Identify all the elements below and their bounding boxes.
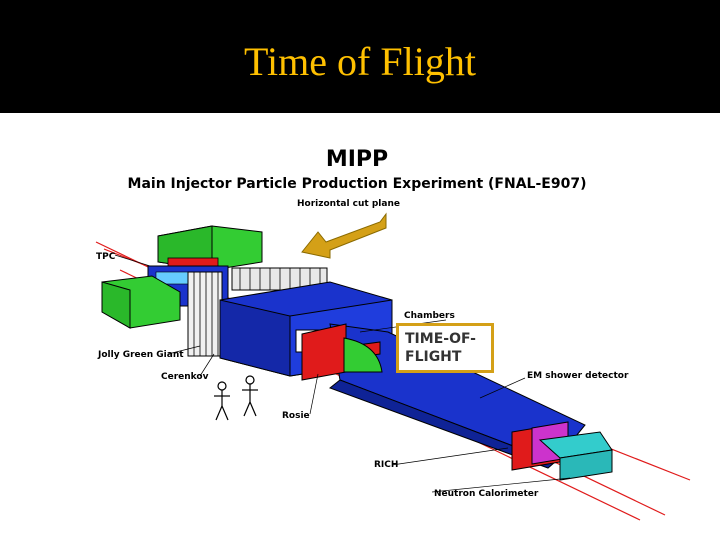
figure-subheading: Main Injector Particle Production Experi… — [128, 176, 587, 192]
jolly-green-giant-magnet — [101, 275, 181, 329]
cerenkov-vessel — [187, 271, 223, 357]
tof-callout-box: TIME-OF- FLIGHT — [396, 323, 494, 373]
label-rich: RICH — [374, 460, 398, 470]
mipp-figure: MIPP Main Injector Particle Production E… — [0, 113, 720, 540]
label-cerenkov: Cerenkov — [161, 372, 209, 382]
figure-heading: MIPP — [326, 147, 388, 172]
tof-wall — [231, 267, 328, 291]
label-rosie: Rosie — [282, 411, 310, 421]
chambers — [301, 323, 383, 381]
tof-arrow — [301, 212, 387, 259]
label-horizontal-cut-plane: Horizontal cut plane — [297, 199, 400, 209]
title-bar: Time of Flight — [0, 0, 720, 113]
label-jolly-green-giant: Jolly Green Giant — [97, 350, 184, 360]
mipp-detector-diagram: MIPP Main Injector Particle Production E… — [95, 147, 691, 521]
tof-callout-line1: TIME-OF- — [405, 331, 476, 347]
people-figures — [214, 375, 258, 421]
label-chambers: Chambers — [404, 311, 455, 321]
label-tpc: TPC — [96, 252, 116, 262]
tof-callout-line2: FLIGHT — [405, 349, 462, 365]
label-em-shower-detector: EM shower detector — [527, 371, 629, 381]
rich-end — [511, 421, 613, 481]
label-neutron-calorimeter: Neutron Calorimeter — [434, 489, 539, 499]
slide-title: Time of Flight — [244, 39, 476, 84]
